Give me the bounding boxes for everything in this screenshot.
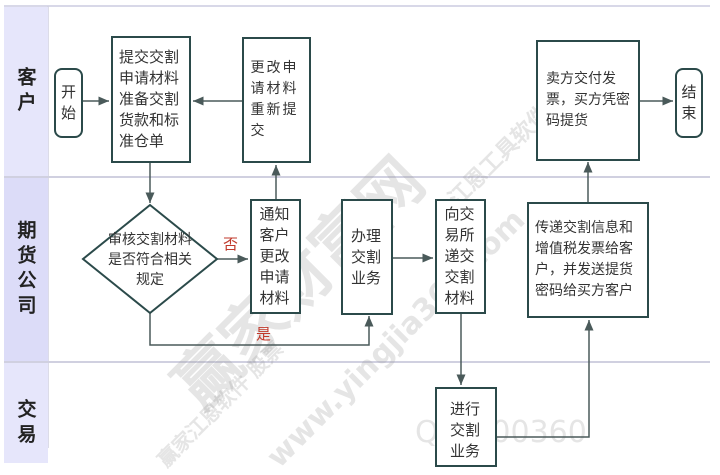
lane-label-customer: 客户 [14,66,37,117]
submit-label: 提交交割申请材料准备交割货款和标准仓单 [119,48,180,150]
handle-node: 办理交割业务 [341,199,393,315]
seller-invoice-node: 卖方交付发票，买方凭密码提货 [536,40,640,161]
review-diamond [81,203,219,315]
flowchart-canvas: 客户 期货公司 交易 赢家财富网 赢家江恩软件 股票 www.yingjia36… [4,5,710,475]
lane-grid [4,5,710,448]
lane-exchange: 交易 [4,363,48,463]
review-label: 审核交割材料是否符合相关规定 [108,232,192,288]
lane-label-futures-company: 期货公司 [14,219,37,320]
submit-node: 提交交割申请材料准备交割货款和标准仓单 [111,36,191,163]
edge-label-no: 否 [223,235,239,253]
lane-label-exchange: 交易 [14,399,37,449]
seller-invoice-label: 卖方交付发票，买方凭密码提货 [546,71,630,129]
exchange-process-label: 进行交割业务 [450,400,481,460]
deliver-info-label: 传递交割信息和增值税发票给客户，并发送提货密码给买方客户 [535,220,633,299]
lane-customer: 客户 [4,7,48,176]
resubmit-label: 更改申请材料重新提交 [250,60,299,139]
resubmit-node: 更改申请材料重新提交 [242,37,311,163]
start-label: 开始 [60,83,76,122]
end-label: 结束 [681,83,697,122]
edges [81,96,673,438]
send-exchange-node: 向交易所递交交割材料 [435,199,486,314]
handle-label: 办理交割业务 [351,226,382,287]
end-node: 结束 [675,68,703,138]
start-node: 开始 [54,68,83,138]
edge-exchange-deliver [497,320,594,438]
edge-review-handle [149,313,374,346]
deliver-info-node: 传递交割信息和增值税发票给客户，并发送提货密码给买方客户 [527,202,649,318]
notify-label: 通知客户更改申请材料 [259,205,290,307]
exchange-process-node: 进行交割业务 [435,387,497,467]
edge-label-yes: 是 [256,325,272,343]
lane-futures-company: 期货公司 [4,178,48,361]
notify-node: 通知客户更改申请材料 [250,199,301,314]
send-exchange-label: 向交易所递交交割材料 [444,205,475,307]
